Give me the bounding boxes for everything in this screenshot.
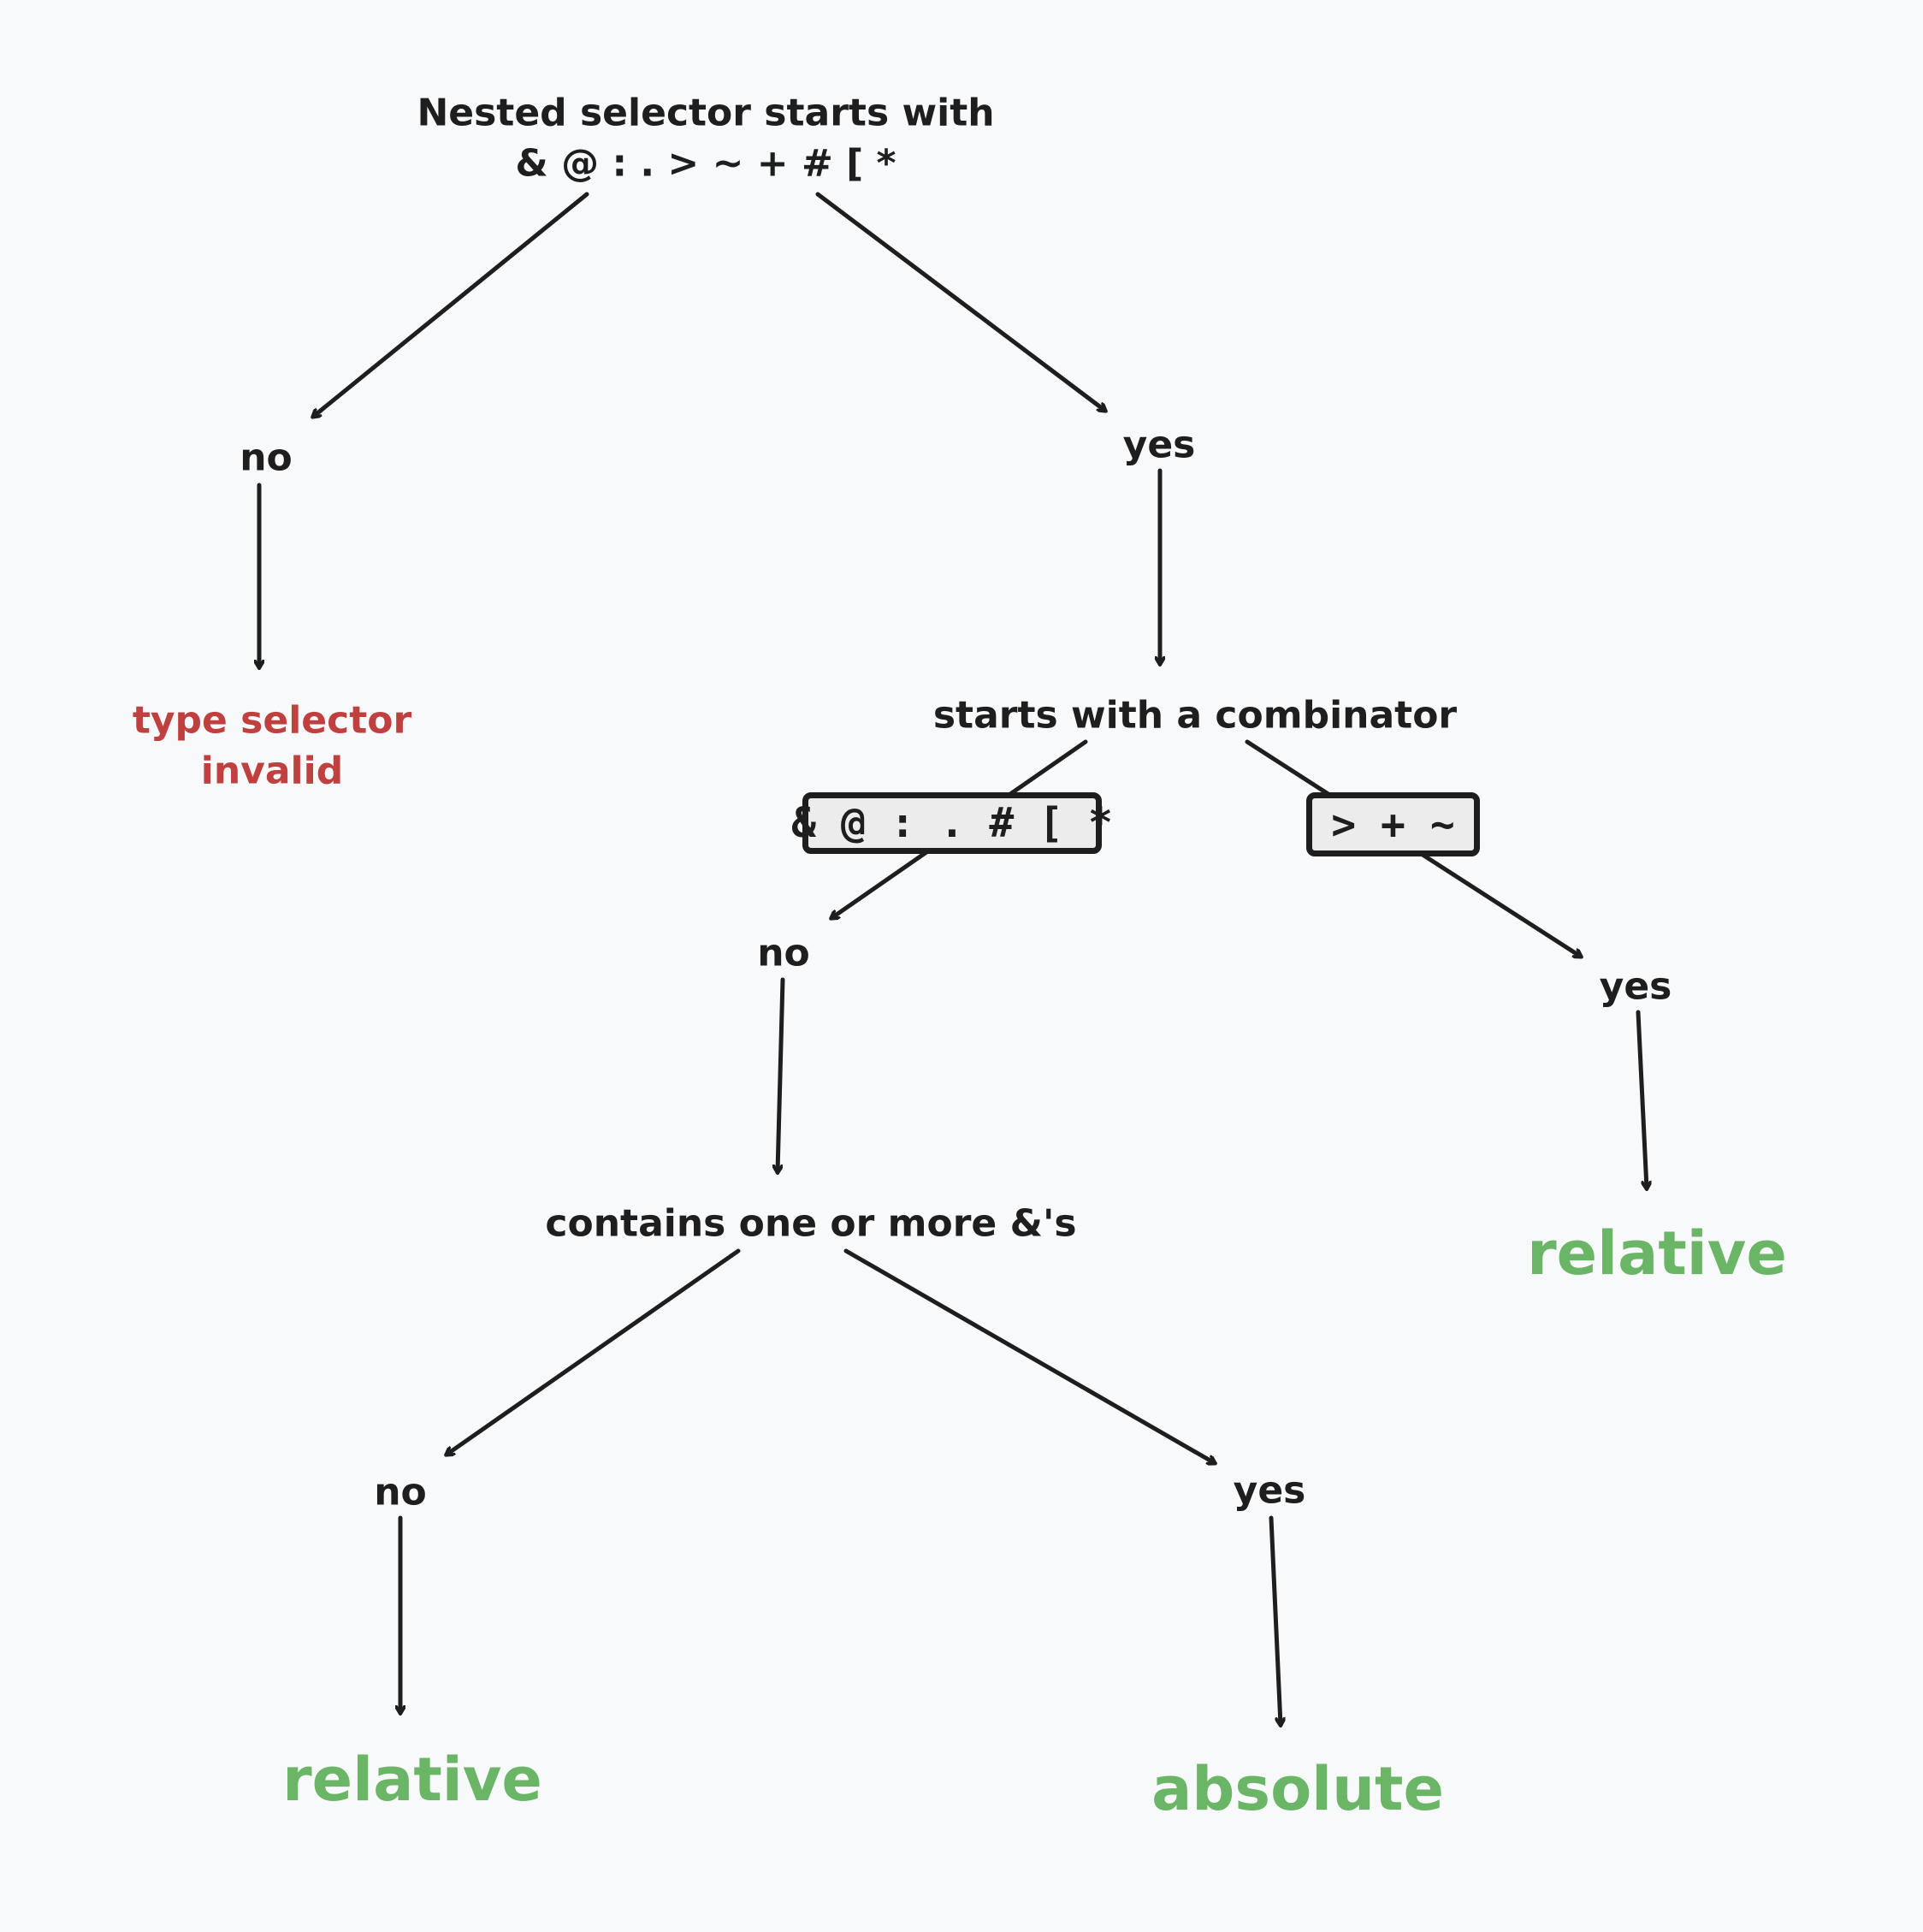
relative-result-right: relative bbox=[1527, 1218, 1787, 1289]
arrow-yes-to-absolute bbox=[1269, 1515, 1281, 1725]
type-selector-invalid-result: type selector invalid bbox=[133, 696, 411, 797]
root-question-line1: Nested selector starts with bbox=[417, 91, 995, 135]
arrow-ampersand-to-yes bbox=[843, 1248, 1215, 1463]
combinator-no-label: no bbox=[757, 931, 810, 975]
ampersand-no-label: no bbox=[374, 1470, 427, 1514]
root-yes-label: yes bbox=[1122, 423, 1196, 467]
non-combinator-chars-box: & @ : . # [ * bbox=[791, 792, 1113, 854]
ampersand-yes-label: yes bbox=[1233, 1468, 1306, 1513]
combinator-question: starts with a combinator bbox=[932, 693, 1458, 738]
type-selector-invalid-line2: invalid bbox=[200, 750, 344, 793]
type-selector-invalid-line1: type selector bbox=[132, 698, 412, 743]
absolute-result: absolute bbox=[1151, 1753, 1444, 1824]
root-question: Nested selector starts with & @ : . > ~ … bbox=[417, 88, 994, 190]
combinator-yes-label: yes bbox=[1599, 964, 1672, 1009]
root-no-label: no bbox=[240, 436, 293, 480]
root-question-line2: & @ : . > ~ + # [ * bbox=[515, 142, 896, 186]
arrow-root-to-yes bbox=[815, 192, 1105, 411]
relative-result-left: relative bbox=[282, 1744, 542, 1815]
combinator-chars-box: > + ~ bbox=[1306, 792, 1480, 856]
ampersand-question: contains one or more &'s bbox=[545, 1201, 1077, 1246]
arrow-no-to-ampersand-question bbox=[778, 977, 785, 1172]
arrow-yes-to-relative bbox=[1636, 1010, 1647, 1188]
arrow-ampersand-to-no bbox=[447, 1248, 741, 1455]
arrow-root-to-no bbox=[313, 192, 589, 417]
